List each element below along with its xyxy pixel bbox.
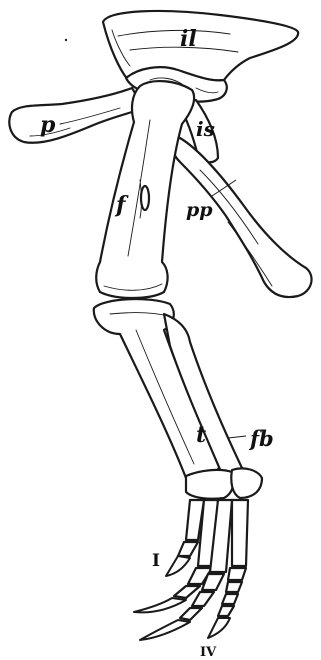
digit-IV-label: IV [200,645,217,660]
digit-I-label: I [152,551,160,571]
pubis-label: p [40,112,56,138]
phalanx-IV-1 [228,568,246,580]
ink-speck [65,39,67,41]
femur-fourth-trochanter [141,186,149,210]
ischium-label: is [196,117,215,141]
ungual-claw-III [140,620,190,640]
phalanx-III-3 [180,608,202,620]
ilium-label: il [180,26,197,52]
ungual-claw-I [166,556,190,576]
phalanx-II-2 [174,586,200,598]
ungual-claw-IV [208,618,230,638]
phalanx-IV-2 [226,582,242,592]
pubis-bone [9,88,144,143]
ungual-claw-II [134,598,186,612]
postpubis-label: pp [186,199,213,221]
tibia-label: t [196,422,206,448]
phalanx-III-2 [192,592,214,606]
tarsal-astragalus [186,470,234,499]
phalanx-I-1 [178,542,198,556]
phalanx-IV-3 [222,594,238,604]
fibula-leader-line [228,436,246,438]
fibula-label: fb [248,426,274,451]
ilium-bone [103,11,298,80]
tarsal-calcaneum [231,468,262,498]
phalanx-IV-4 [218,606,234,616]
metatarsal-IV [232,500,248,566]
